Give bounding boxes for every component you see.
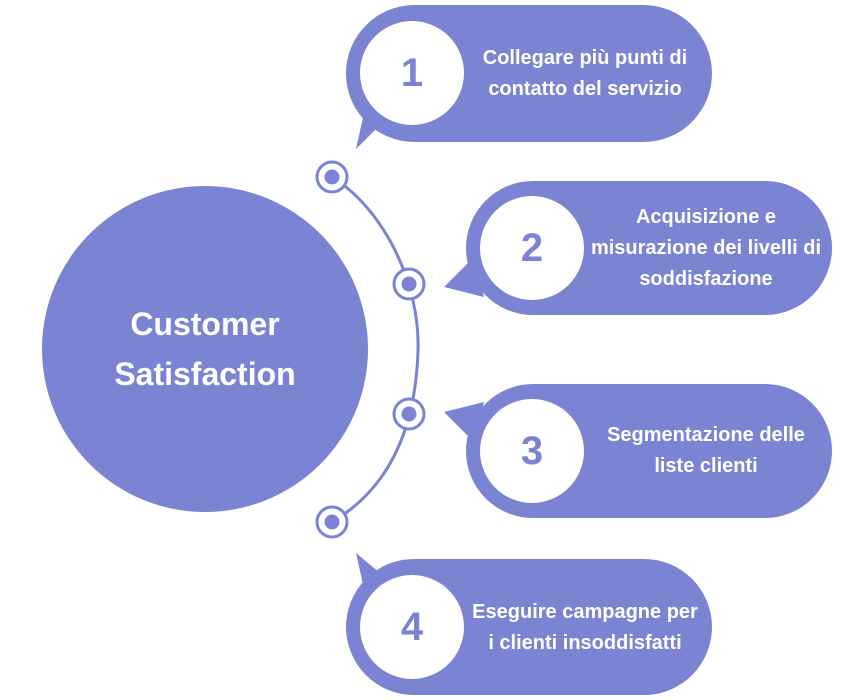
- connector-node-3: [392, 397, 426, 431]
- step-4-number: 4: [400, 605, 424, 649]
- step-2-tail: [444, 257, 484, 297]
- connector-node-1: [315, 160, 349, 194]
- hub-title: Customer Satisfaction: [114, 306, 296, 392]
- connector-arc-path: [331, 175, 420, 524]
- step-3-number-circle: 3: [480, 399, 584, 503]
- step-3-tail: [444, 402, 484, 442]
- step-1-label: Collegare più punti di contatto del serv…: [482, 46, 688, 100]
- step-2-number: 2: [520, 226, 544, 270]
- step-4-number-circle: 4: [360, 575, 464, 679]
- step-4: 4 Eseguire campagne per i clienti insodd…: [346, 553, 712, 695]
- hub-circle: Customer Satisfaction: [42, 186, 368, 512]
- step-1-tail: [356, 113, 392, 149]
- step-2: 2 Acquisizione e misurazione dei livelli…: [444, 181, 832, 315]
- step-4-label: Eseguire campagne per i clienti insoddis…: [472, 600, 698, 654]
- connector-node-4: [315, 505, 349, 539]
- step-2-label: Acquisizione e misurazione dei livelli d…: [590, 205, 822, 290]
- connector-node-2: [392, 267, 426, 301]
- step-4-tail: [356, 553, 392, 589]
- step-3: 3 Segmentazione delle liste clienti: [444, 384, 832, 518]
- step-3-label: Segmentazione delle liste clienti: [607, 424, 805, 477]
- step-2-number-circle: 2: [480, 196, 584, 300]
- step-3-number: 3: [520, 429, 544, 473]
- step-1-number: 1: [400, 51, 424, 95]
- step-1-number-circle: 1: [360, 21, 464, 125]
- step-1: 1 Collegare più punti di contatto del se…: [346, 5, 712, 149]
